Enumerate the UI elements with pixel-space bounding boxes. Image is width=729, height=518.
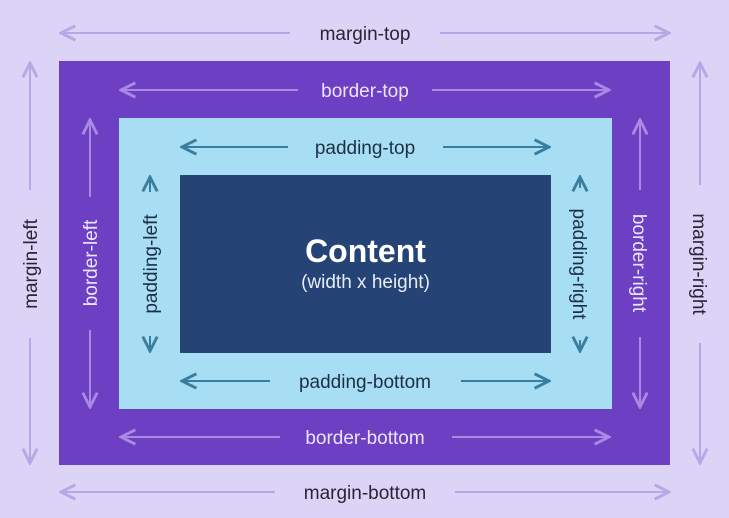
content-title: Content <box>305 233 426 269</box>
border-right-label: border-right <box>628 214 649 313</box>
margin-left-label: margin-left <box>21 218 42 308</box>
margin-right-label: margin-right <box>688 213 709 315</box>
content-area <box>180 175 551 353</box>
padding-bottom-label: padding-bottom <box>299 372 431 393</box>
margin-top-label: margin-top <box>320 24 411 45</box>
border-top-label: border-top <box>321 81 409 102</box>
border-bottom-label: border-bottom <box>305 428 424 449</box>
content-label-group: Content (width x height) <box>180 175 551 353</box>
padding-right-label: padding-right <box>568 209 589 321</box>
content-subtitle: (width x height) <box>301 272 430 293</box>
padding-top-label: padding-top <box>315 138 415 159</box>
padding-left-label: padding-left <box>141 214 162 314</box>
margin-bottom-label: margin-bottom <box>304 483 427 504</box>
border-left-label: border-left <box>81 219 102 306</box>
